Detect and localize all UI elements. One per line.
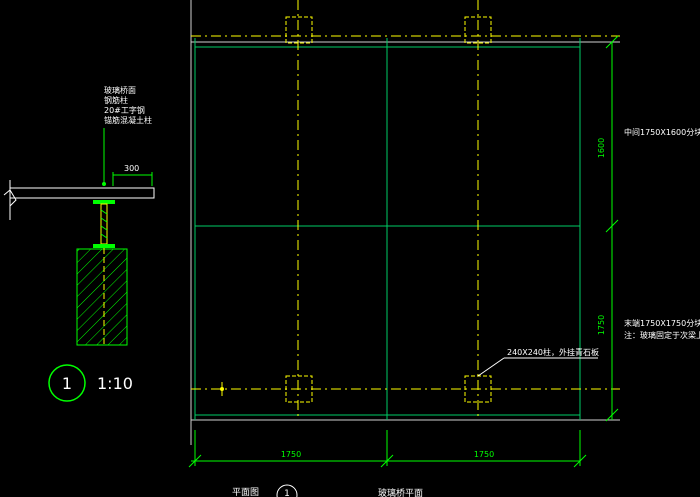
plan-title-marker-circle <box>276 484 298 497</box>
dim-bottom-tick-left <box>188 454 202 468</box>
annotation-line-3: 20#工字钢 <box>104 105 145 115</box>
concrete-column <box>76 248 128 346</box>
column-top-left <box>285 16 313 44</box>
dim-right-top-label: 1600 <box>597 138 606 158</box>
plan-title-right: 玻璃桥平面 <box>378 487 423 497</box>
i-beam-post <box>93 200 115 248</box>
plan-title-marker-number: 1 <box>284 489 290 497</box>
dim-right-tick-mid <box>605 219 619 233</box>
column-note-leader <box>477 357 505 377</box>
dim-bottom-right-label: 1750 <box>474 450 494 459</box>
column-note: 240X240柱，外挂青石板 <box>507 347 599 357</box>
detail-scale: 1:10 <box>97 374 133 393</box>
column-top-right <box>464 16 492 44</box>
dim-bottom-left-label: 1750 <box>281 450 301 459</box>
dim-right-tick-top <box>605 35 619 49</box>
detail-marker-circle <box>48 364 86 402</box>
column-bottom-left <box>285 375 313 403</box>
annotation-line-4: 锚筋混凝土柱 <box>104 115 152 125</box>
leader-dot <box>102 182 106 186</box>
glass-deck-slab <box>9 187 155 199</box>
detail-marker-number: 1 <box>62 374 72 393</box>
dim-bottom-tick-right <box>573 454 587 468</box>
section-detail: 玻璃桥面 钢筋柱 20#工字钢 锚筋混凝土柱 300 <box>3 85 155 402</box>
note-middle-panels: 中间1750X1600分块 <box>624 127 700 137</box>
annotation-line-2: 钢筋柱 <box>104 95 128 105</box>
plan-view: 1600 1750 中间1750X1600分块 末端1750X1750分块 注：… <box>188 0 700 497</box>
dim-300-label: 300 <box>124 164 139 173</box>
dim-bottom-tick-mid <box>380 454 394 468</box>
left-axis-dot <box>220 387 224 391</box>
plan-title-left: 平面图 <box>232 487 259 497</box>
slab-break-zigzag <box>3 189 17 207</box>
dim-right-bottom-label: 1750 <box>597 315 606 335</box>
dim-right-tick-bottom <box>605 408 619 422</box>
note-glass-fixing: 注：玻璃固定于次梁上 <box>624 330 700 340</box>
annotation-line-1: 玻璃桥面 <box>104 85 136 95</box>
note-end-panels: 末端1750X1750分块 <box>624 318 700 328</box>
